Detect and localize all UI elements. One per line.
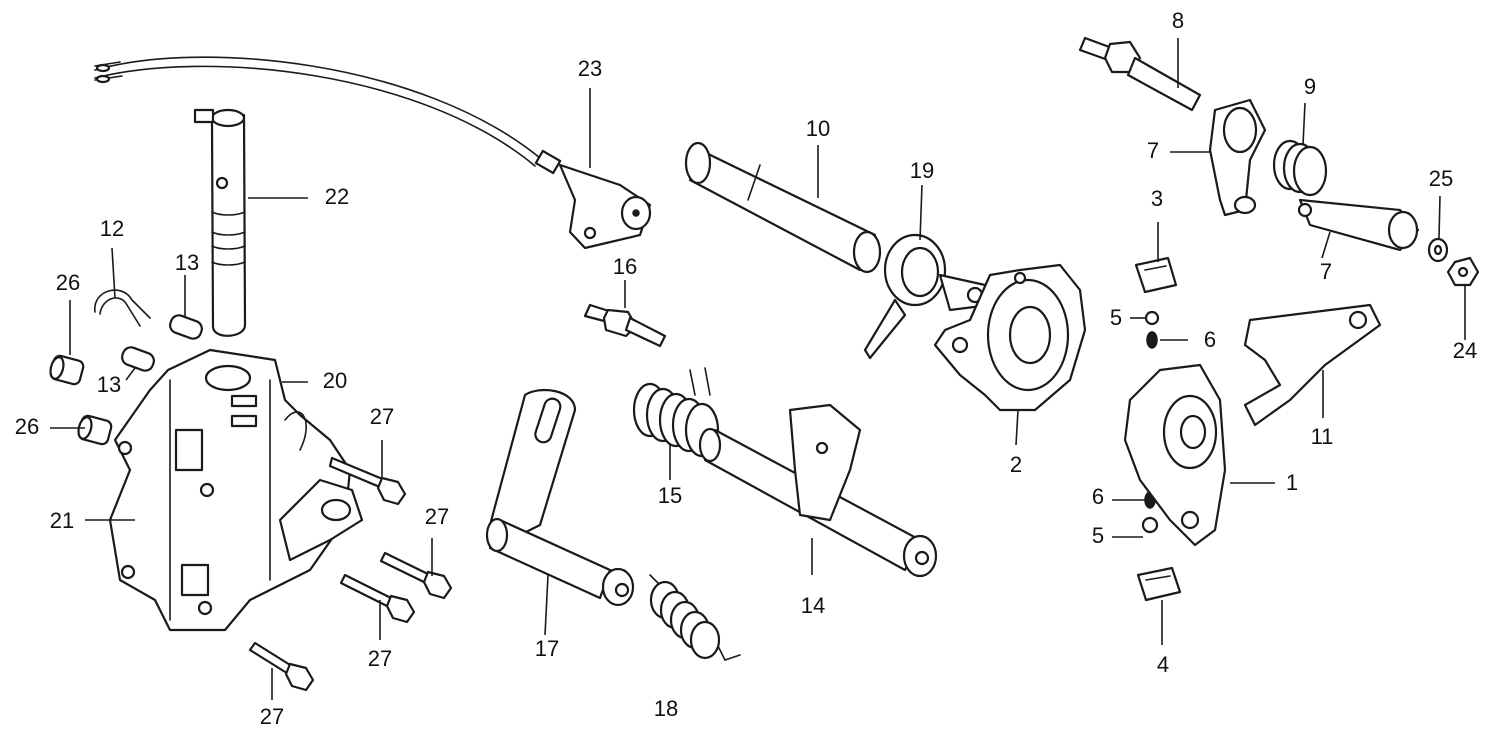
- part-25-washer: [1427, 237, 1449, 263]
- leader-lines: [50, 38, 1466, 700]
- part-2-drum-cover: [933, 263, 1087, 412]
- part-7-arm-lower: [1297, 198, 1420, 252]
- callout-27-d: 27: [260, 704, 284, 729]
- callout-27-b: 27: [425, 504, 449, 529]
- callout-26-upper: 26: [56, 270, 80, 295]
- part-10-sleeve: [684, 141, 882, 274]
- part-26-bushing-upper: [49, 354, 85, 386]
- part-7-arm-upper: [1208, 98, 1267, 217]
- part-16-stud: [583, 303, 667, 348]
- part-27-bolt-d: [248, 641, 315, 692]
- callout-7-lower: 7: [1320, 259, 1332, 284]
- part-6-spring-upper: [1146, 331, 1158, 349]
- callout-25: 25: [1429, 166, 1453, 191]
- callout-21: 21: [50, 508, 74, 533]
- callout-16: 16: [613, 254, 637, 279]
- part-22-vertical-shaft: [193, 108, 247, 337]
- part-15-torsion-spring: [632, 367, 720, 458]
- callout-3: 3: [1151, 186, 1163, 211]
- callout-18: 18: [654, 696, 678, 721]
- part-14-shift-shaft: [698, 403, 938, 578]
- part-3-clip: [1134, 256, 1178, 294]
- part-12-spring-clip: [94, 289, 151, 327]
- callout-27-a: 27: [370, 404, 394, 429]
- part-13-pin-lower: [121, 346, 155, 372]
- part-1-stopper-arm: [1123, 363, 1227, 547]
- part-13-pin-upper: [169, 314, 203, 340]
- part-20-21-housing: [108, 348, 364, 632]
- part-18-coil-spring: [649, 574, 741, 661]
- part-5-ball-lower: [1141, 516, 1159, 534]
- part-27-bolt-b: [379, 551, 453, 600]
- callout-26-lower: 26: [15, 414, 39, 439]
- callout-5-lower: 5: [1092, 523, 1104, 548]
- callout-15: 15: [658, 483, 682, 508]
- part-17-shift-arm: [485, 388, 635, 607]
- callout-4: 4: [1157, 652, 1169, 677]
- part-19-shift-fork: [863, 233, 992, 360]
- callout-11: 11: [1311, 424, 1334, 449]
- callout-5-upper: 5: [1110, 305, 1122, 330]
- part-4-clip: [1136, 566, 1182, 602]
- callout-13-lower: 13: [97, 372, 121, 397]
- part-27-bolt-a: [328, 456, 407, 506]
- part-11-fork: [1243, 303, 1382, 427]
- callout-20: 20: [323, 368, 347, 393]
- callout-1: 1: [1286, 470, 1298, 495]
- callout-6-lower: 6: [1092, 484, 1104, 509]
- callout-7-upper: 7: [1147, 138, 1159, 163]
- callout-14: 14: [801, 593, 825, 618]
- callout-labels: 1 2 3 4 5 5 6 6 7 7 8 9 10 11 12 13 13 1…: [15, 8, 1477, 729]
- callout-10: 10: [806, 116, 830, 141]
- callout-23: 23: [578, 56, 602, 81]
- callout-6-upper: 6: [1204, 327, 1216, 352]
- part-27-bolt-c: [339, 573, 416, 624]
- callout-2: 2: [1010, 452, 1022, 477]
- callout-8: 8: [1172, 8, 1184, 33]
- callout-9: 9: [1304, 74, 1316, 99]
- part-23-sensor-with-cable: [94, 56, 652, 250]
- callout-17: 17: [535, 636, 559, 661]
- callout-27-c: 27: [368, 646, 392, 671]
- part-24-nut: [1446, 256, 1480, 287]
- part-26-bushing-lower: [77, 414, 113, 446]
- part-5-ball-upper: [1144, 310, 1160, 326]
- callout-12: 12: [100, 216, 124, 241]
- callout-19: 19: [910, 158, 934, 183]
- part-8-pivot-bolt: [1078, 36, 1202, 112]
- part-9-spring: [1272, 139, 1328, 197]
- callout-13-upper: 13: [175, 250, 199, 275]
- callout-24: 24: [1453, 338, 1477, 363]
- callout-22: 22: [325, 184, 349, 209]
